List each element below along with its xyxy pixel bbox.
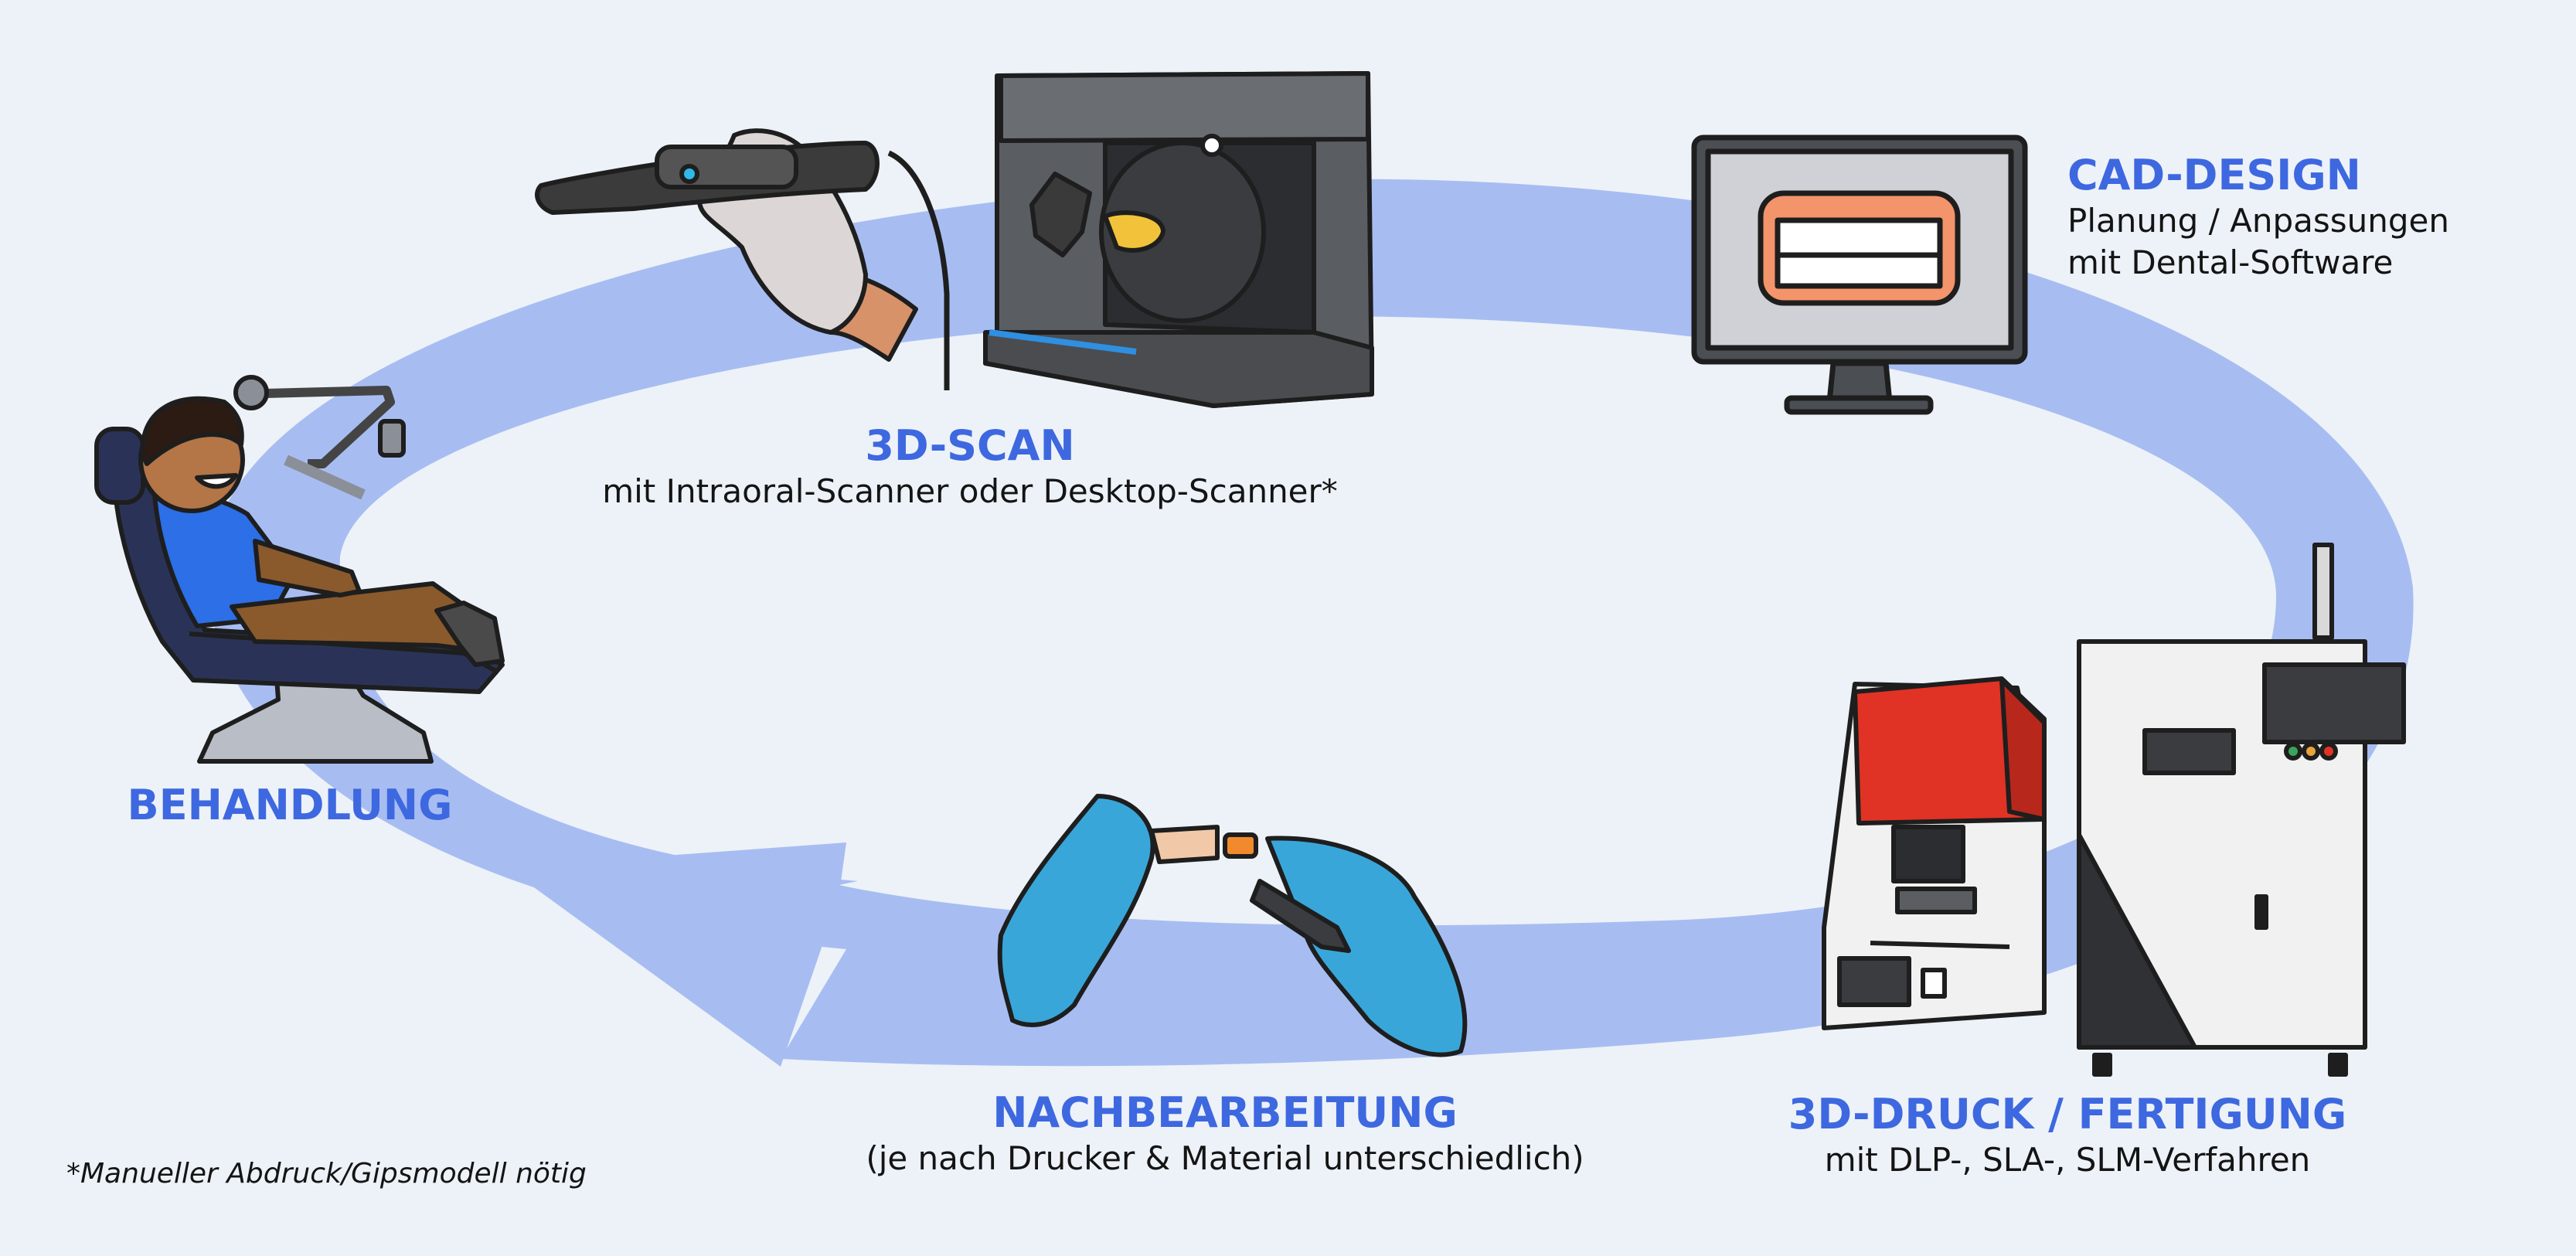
treatment-title: BEHANDLUNG <box>127 781 453 829</box>
scan-title: 3D-SCAN <box>865 421 1075 470</box>
print-title: 3D-DRUCK / FERTIGUNG <box>1788 1090 2347 1139</box>
label-print: 3D-DRUCK / FERTIGUNG mit DLP-, SLA-, SLM… <box>1739 1090 2396 1181</box>
footnote: *Manueller Abdruck/Gipsmodell nötig <box>66 1158 587 1190</box>
cad-line2: mit Dental-Software <box>2067 243 2394 281</box>
monitor-teeth-icon <box>1691 134 2028 415</box>
cad-line1: Planung / Anpassungen <box>2067 202 2449 240</box>
label-treatment: BEHANDLUNG <box>116 781 464 830</box>
cycle-arrow-icon <box>209 179 2414 1067</box>
print-subtitle: mit DLP-, SLA-, SLM-Verfahren <box>1824 1141 2311 1179</box>
label-scan: 3D-SCAN mit Intraoral-Scanner oder Deskt… <box>495 421 1445 512</box>
metal-printer-icon <box>2077 543 2406 1077</box>
intraoral-scanner-icon <box>535 128 950 390</box>
cad-title: CAD-DESIGN <box>2067 151 2361 199</box>
gloved-hands-polishing-icon <box>997 794 1468 1057</box>
label-cad: CAD-DESIGN Planung / Anpassungen mit Den… <box>2067 151 2449 284</box>
post-title: NACHBEARBEITUNG <box>992 1088 1458 1137</box>
scan-subtitle: mit Intraoral-Scanner oder Desktop-Scann… <box>602 472 1338 510</box>
label-post: NACHBEARBEITUNG (je nach Drucker & Mater… <box>812 1088 1638 1179</box>
patient-chair-icon <box>94 375 505 764</box>
post-subtitle: (je nach Drucker & Material unterschiedl… <box>866 1139 1584 1177</box>
desktop-scanner-icon <box>983 71 1374 408</box>
resin-printer-icon <box>1822 676 2047 1030</box>
